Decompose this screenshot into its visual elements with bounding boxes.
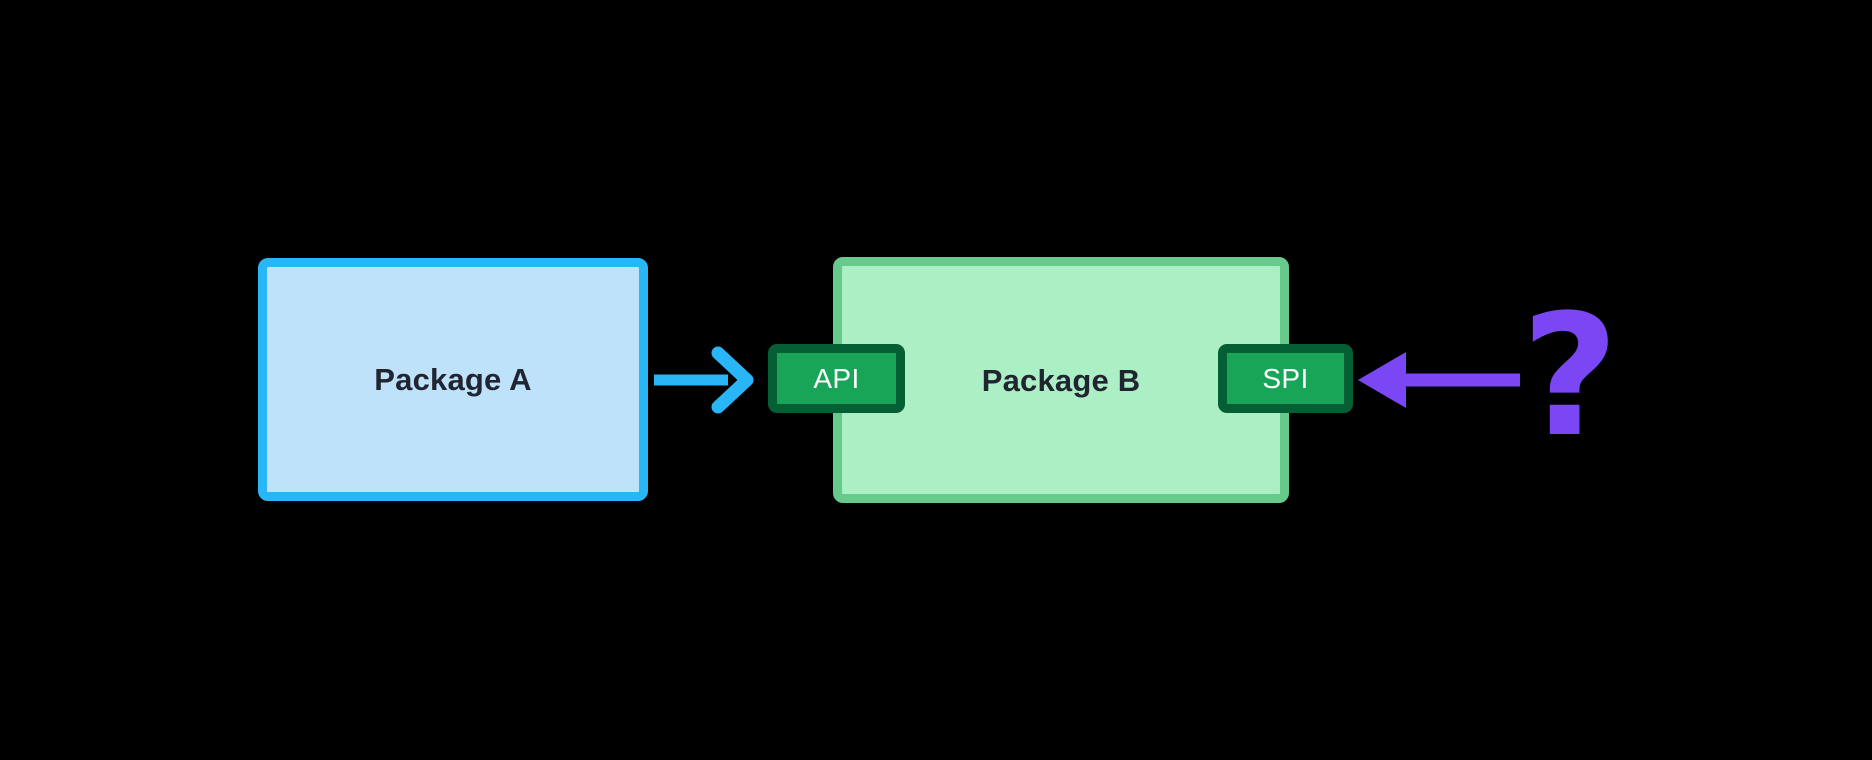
api-badge-label: API (813, 362, 860, 394)
package-a-node[interactable]: Package A (258, 258, 648, 501)
arrow-package-a-to-api-icon (654, 346, 754, 414)
arrow-head-triangle (1358, 352, 1406, 408)
spi-interface-badge[interactable]: SPI (1218, 344, 1353, 413)
package-b-label: Package B (981, 362, 1141, 398)
arrow-head-chevron (711, 346, 754, 414)
arrow-unknown-to-spi-icon (1358, 352, 1520, 408)
unknown-provider-question-mark-icon: ? (1521, 278, 1619, 474)
spi-badge-label: SPI (1262, 362, 1309, 394)
api-interface-badge[interactable]: API (768, 344, 905, 413)
package-a-label: Package A (374, 362, 532, 397)
